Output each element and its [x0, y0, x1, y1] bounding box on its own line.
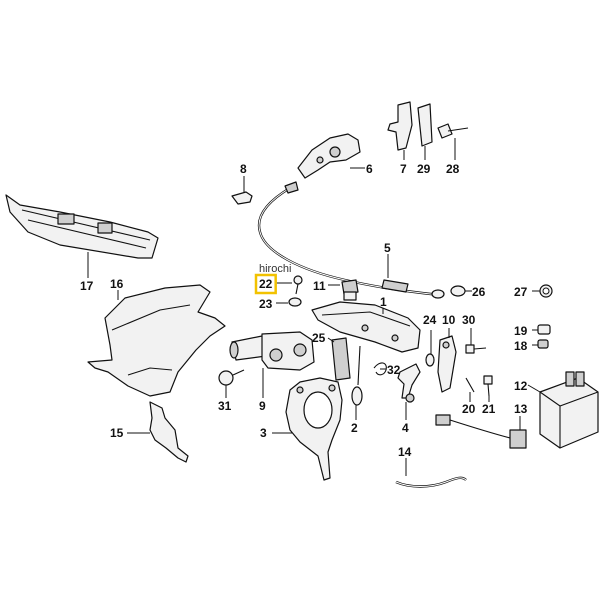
callout-2: 2 [351, 421, 358, 435]
callout-20: 20 [462, 402, 476, 416]
callout-30: 30 [462, 313, 476, 327]
part-14-release-rod [395, 458, 467, 488]
callout-15: 15 [110, 426, 124, 440]
callout-31: 31 [218, 399, 232, 413]
part-25-cover-pad [327, 337, 351, 381]
part-11-knob [328, 279, 359, 301]
part-1-carrier-plate [311, 301, 421, 353]
part-13-wiring-harness [435, 414, 527, 449]
part-12-control-module [527, 371, 599, 449]
part-2-pull-rod [351, 345, 363, 420]
part-18-cap [532, 339, 549, 349]
callout-23: 23 [259, 297, 273, 311]
part-22-screw [275, 275, 303, 295]
callout-18: 18 [514, 339, 528, 353]
watermark-text: hirochi [259, 263, 291, 275]
part-17-trim-panel [5, 194, 159, 278]
part-5-release-cable [257, 181, 445, 299]
part-31-bolt [218, 369, 245, 398]
part-26-grommet [450, 285, 472, 297]
callout-7: 7 [400, 162, 407, 176]
callout-22-highlight [254, 273, 277, 295]
callout-6: 6 [366, 162, 373, 176]
part-21-screw [483, 375, 493, 402]
part-24-washer [425, 330, 435, 367]
callout-25: 25 [312, 331, 326, 345]
part-23-nut [276, 297, 302, 307]
callout-17: 17 [80, 279, 94, 293]
callout-29: 29 [417, 162, 431, 176]
callout-3: 3 [260, 426, 267, 440]
callout-26: 26 [472, 285, 486, 299]
part-10-lever [437, 328, 457, 393]
callout-labels: 1 2 3 4 5 6 7 8 9 10 11 12 13 14 15 16 1… [80, 162, 528, 459]
callout-14: 14 [398, 445, 412, 459]
part-16-lower-trim [87, 284, 226, 397]
callout-16: 16 [110, 277, 124, 291]
callout-19: 19 [514, 324, 528, 338]
callout-1: 1 [380, 295, 387, 309]
callout-21: 21 [482, 402, 496, 416]
part-7-latch-hook [387, 101, 413, 160]
callout-4: 4 [402, 421, 409, 435]
callout-32: 32 [387, 363, 401, 377]
part-29-latch-plate [417, 103, 433, 160]
part-30-screw [465, 328, 487, 354]
callout-5: 5 [384, 241, 391, 255]
callout-9: 9 [259, 399, 266, 413]
callout-10: 10 [442, 313, 456, 327]
part-8-clip [231, 176, 253, 205]
part-19-cap [532, 324, 551, 335]
part-20-screw [465, 377, 475, 402]
callout-11: 11 [313, 279, 326, 293]
part-28-bolt [437, 123, 469, 160]
callout-8: 8 [240, 162, 247, 176]
callout-12: 12 [514, 379, 528, 393]
callout-13: 13 [514, 402, 528, 416]
callout-27: 27 [514, 285, 528, 299]
callout-24: 24 [423, 313, 437, 327]
part-32-spring-clip [373, 362, 387, 376]
part-3-mount-bracket [272, 377, 343, 481]
callout-22: 22 [259, 277, 273, 291]
part-6-lever-bracket [297, 133, 365, 179]
part-4-latch-lever [397, 363, 421, 420]
part-27-clip-ring [532, 284, 553, 298]
part-9-actuator [229, 331, 315, 398]
callout-28: 28 [446, 162, 460, 176]
part-15-bracket [127, 401, 189, 463]
